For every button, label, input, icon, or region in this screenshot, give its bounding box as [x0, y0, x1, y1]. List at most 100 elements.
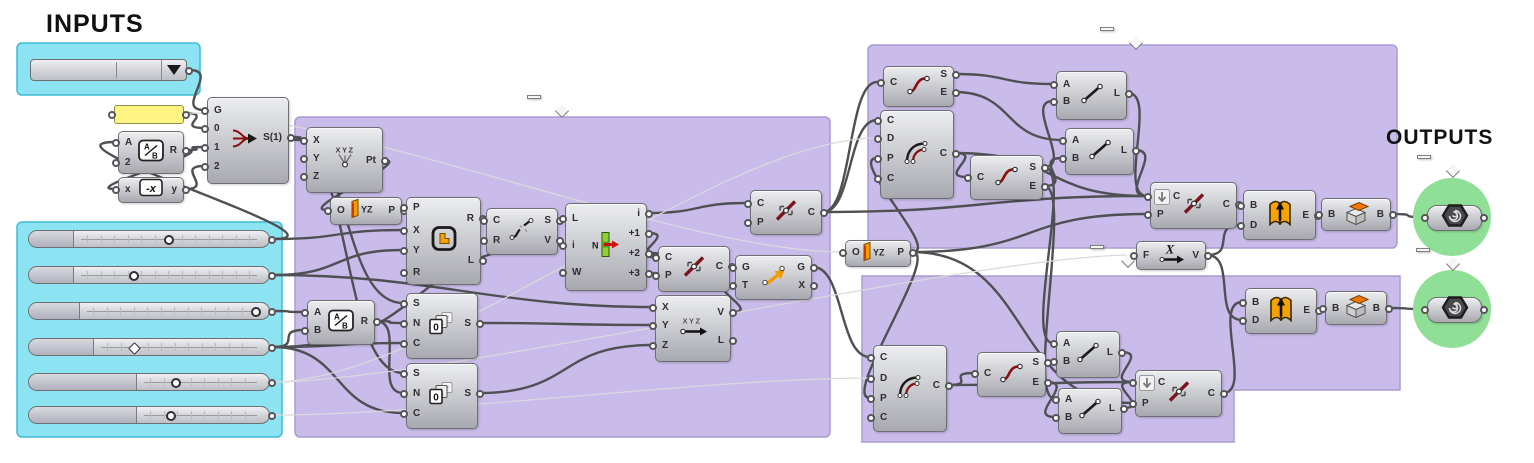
wire[interactable] — [811, 265, 872, 359]
slider-output-Tread[interactable] — [268, 272, 276, 280]
offset-1-input-C[interactable] — [874, 117, 882, 125]
dropdown-triangle-icon[interactable] — [161, 60, 186, 80]
vector-xyz-input-Y[interactable] — [649, 322, 657, 330]
explode-input-C[interactable] — [480, 217, 488, 225]
wire[interactable] — [183, 145, 206, 152]
end-points-3-output-E[interactable] — [1044, 379, 1052, 387]
unit-x-input-F[interactable] — [1130, 252, 1138, 260]
division-1-input-A[interactable] — [112, 139, 120, 147]
negative-input-x[interactable] — [112, 186, 120, 194]
list-item-output-+1[interactable] — [645, 230, 653, 238]
output-upper-label[interactable] — [1416, 248, 1430, 252]
line-3-input-B[interactable] — [1050, 358, 1058, 366]
division-2-input-B[interactable] — [301, 327, 309, 335]
lower-step-thickness-slider[interactable] — [28, 373, 276, 391]
division-1-input-2[interactable] — [112, 159, 120, 167]
slider-rail[interactable] — [144, 382, 257, 383]
offset-1-output-C[interactable] — [952, 150, 960, 158]
yz-plane-2-output-P[interactable] — [909, 249, 917, 257]
project-2-input-P[interactable] — [744, 219, 752, 227]
division-2-output-R[interactable] — [373, 318, 381, 326]
vector-xyz-output-V[interactable] — [729, 309, 737, 317]
slider-label-box[interactable] — [29, 407, 137, 423]
slider-knob[interactable] — [128, 341, 141, 355]
upper-plates-label[interactable] — [1090, 245, 1104, 249]
lower-plates-output-output[interactable] — [1480, 214, 1488, 222]
wire[interactable] — [374, 319, 405, 395]
slider-knob[interactable] — [129, 271, 139, 281]
offset-2-input-C[interactable] — [867, 354, 875, 362]
wire[interactable] — [821, 118, 879, 214]
offset-2-input-P[interactable] — [867, 395, 875, 403]
construct-point-input-X[interactable] — [300, 137, 308, 145]
end-points-1-output-E[interactable] — [952, 89, 960, 97]
stream-filter-output-S(1)[interactable] — [287, 134, 295, 142]
rectangle-input-Y[interactable] — [400, 247, 408, 255]
construct-point-input-Y[interactable] — [300, 155, 308, 163]
project-1-input-C[interactable] — [652, 254, 660, 262]
list-item-output-i[interactable] — [645, 210, 653, 218]
project-3-input-C[interactable] — [1144, 193, 1152, 201]
yz-plane-1-input-O[interactable] — [324, 207, 332, 215]
slider-output-Height[interactable] — [268, 308, 276, 316]
upper-plates-output-output[interactable] — [1480, 306, 1488, 314]
move-input-T[interactable] — [729, 282, 737, 290]
vector-xyz-input-Z[interactable] — [649, 342, 657, 350]
move-output-X[interactable] — [810, 282, 818, 290]
line-1-input-B[interactable] — [1050, 98, 1058, 106]
project-3-input-P[interactable] — [1144, 211, 1152, 219]
offset-2-input-D[interactable] — [867, 375, 875, 383]
construct-point-output-Pt[interactable] — [381, 157, 389, 165]
end-points-1-output-S[interactable] — [952, 71, 960, 79]
zero-panel[interactable] — [108, 105, 190, 124]
wire[interactable] — [1042, 184, 1057, 401]
extrude-1-input-D[interactable] — [1237, 222, 1245, 230]
slider-output-Upper Step Thickness[interactable] — [268, 412, 276, 420]
project-4-input-P[interactable] — [1129, 400, 1137, 408]
slider-label-box[interactable] — [29, 339, 94, 355]
wire[interactable] — [863, 250, 919, 400]
list-item-input-i[interactable] — [559, 242, 567, 250]
cap-holes-1-output-B[interactable] — [1389, 211, 1397, 219]
slider-output-Step Count[interactable] — [268, 344, 276, 352]
wire[interactable] — [1133, 148, 1149, 198]
project-4-input-C[interactable] — [1129, 379, 1137, 387]
extrude-2-input-B[interactable] — [1239, 299, 1247, 307]
series-1-input-S[interactable] — [400, 300, 408, 308]
end-points-2-output-E[interactable] — [1041, 183, 1049, 191]
upper-step-thickness-slider[interactable] — [28, 406, 276, 424]
list-item-input-W[interactable] — [559, 269, 567, 277]
extrude-2-input-D[interactable] — [1239, 317, 1247, 325]
wire[interactable] — [910, 212, 1149, 254]
lower-plates-output[interactable] — [1421, 204, 1488, 231]
line-1-input-A[interactable] — [1050, 81, 1058, 89]
series-2-output-S[interactable] — [476, 390, 484, 398]
line-3-input-A[interactable] — [1050, 340, 1058, 348]
series-1-input-C[interactable] — [400, 340, 408, 348]
offset-1-input-P[interactable] — [874, 155, 882, 163]
unit-x-output-V[interactable] — [1204, 252, 1212, 260]
profile-curve-label[interactable] — [527, 95, 541, 99]
project-2-input-C[interactable] — [744, 200, 752, 208]
wire[interactable] — [953, 90, 1064, 142]
slider-rail[interactable] — [101, 347, 257, 348]
wire[interactable] — [374, 319, 405, 325]
series-1-output-S[interactable] — [476, 320, 484, 328]
